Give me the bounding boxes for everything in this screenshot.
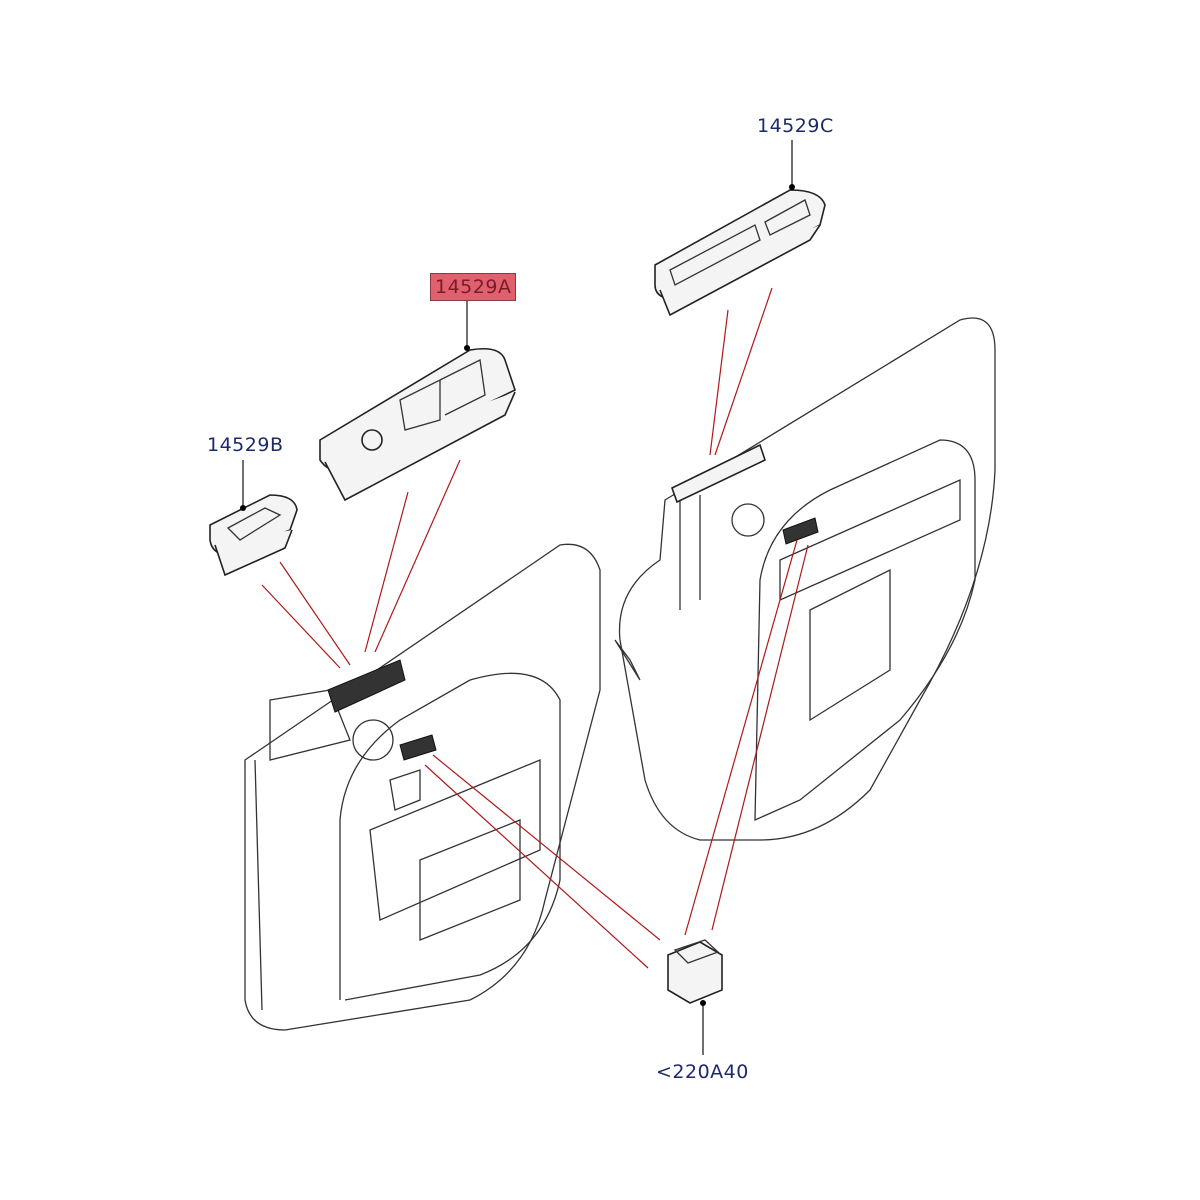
callout-14529b: 14529B xyxy=(207,434,284,456)
driver-switch-pack xyxy=(319,347,516,502)
front-door-panel xyxy=(244,543,601,1031)
rear-door-seat-switch xyxy=(782,517,819,545)
connection-lines xyxy=(261,287,809,969)
rear-switch xyxy=(654,189,826,317)
seat-switch-module xyxy=(667,939,723,1004)
front-door-switch-bezel xyxy=(327,659,406,713)
front-door-seat-switch xyxy=(399,734,437,761)
rear-door-switch-bezel xyxy=(671,443,766,504)
passenger-switch xyxy=(209,494,298,577)
callout-220a40: <220A40 xyxy=(656,1061,749,1083)
callout-14529a-highlighted: 14529A xyxy=(430,273,517,301)
rear-door-panel xyxy=(614,317,996,841)
callout-14529c: 14529C xyxy=(757,115,834,137)
